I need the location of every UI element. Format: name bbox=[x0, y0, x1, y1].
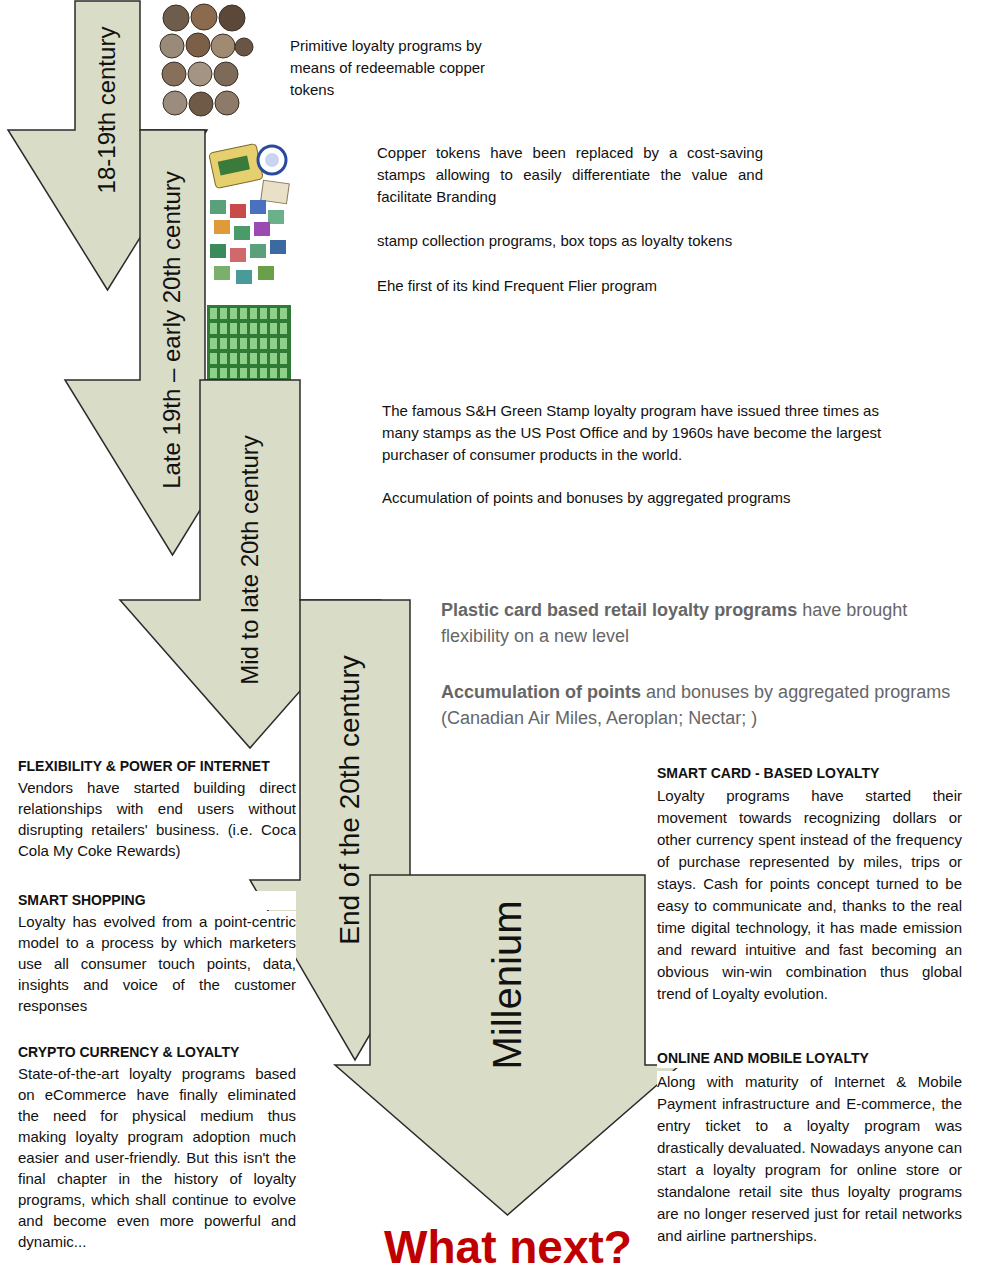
description-text-block: Accumulation of points and bonuses by ag… bbox=[441, 679, 971, 731]
section-body: Loyalty programs have started their move… bbox=[657, 787, 962, 1002]
copper-coins bbox=[160, 4, 253, 116]
description-text-block: Accumulation of points and bonuses by ag… bbox=[382, 487, 887, 509]
era-label: Millenium bbox=[485, 901, 529, 1070]
description-text-block: The famous S&H Green Stamp loyalty progr… bbox=[382, 400, 887, 466]
section-body: State-of-the-art loyalty programs based … bbox=[18, 1065, 296, 1250]
section-body-block: Loyalty has evolved from a point-centric… bbox=[18, 911, 296, 1016]
section-heading: SMART CARD - BASED LOYALTY bbox=[657, 765, 879, 781]
arrow-outline bbox=[335, 875, 680, 1215]
description-text: The famous S&H Green Stamp loyalty progr… bbox=[382, 402, 881, 463]
section-heading-block: ONLINE AND MOBILE LOYALTY bbox=[657, 1049, 962, 1068]
description-text: Primitive loyalty programs by means of r… bbox=[290, 37, 485, 98]
description-text: Accumulation of points and bonuses by ag… bbox=[382, 489, 791, 506]
section-heading: ONLINE AND MOBILE LOYALTY bbox=[657, 1050, 869, 1066]
section-body-block: Loyalty programs have started their move… bbox=[657, 785, 962, 1005]
timeline-arrow: Millenium bbox=[335, 875, 680, 1215]
closing-question-block: What next? bbox=[358, 1220, 658, 1274]
description-text: Ehe first of its kind Frequent Flier pro… bbox=[377, 277, 657, 294]
section-body: Vendors have started building direct rel… bbox=[18, 779, 296, 859]
section-heading-block: SMART SHOPPING bbox=[18, 891, 296, 910]
description-text: stamp collection programs, box tops as l… bbox=[377, 232, 732, 249]
section-body-block: Vendors have started building direct rel… bbox=[18, 777, 296, 861]
description-text-block: Plastic card based retail loyalty progra… bbox=[441, 597, 971, 649]
stamps-and-tokens bbox=[207, 143, 291, 381]
section-heading-block: SMART CARD - BASED LOYALTY bbox=[657, 764, 962, 783]
era-label: 18-19th century bbox=[94, 27, 120, 194]
section-body: Along with maturity of Internet & Mobile… bbox=[657, 1073, 962, 1244]
era-label: Late 19th – early 20th century bbox=[159, 171, 185, 489]
description-text-block: stamp collection programs, box tops as l… bbox=[377, 230, 763, 252]
section-body-block: State-of-the-art loyalty programs based … bbox=[18, 1063, 296, 1252]
section-heading-block: CRYPTO CURRENCY & LOYALTY bbox=[18, 1043, 296, 1062]
section-heading: CRYPTO CURRENCY & LOYALTY bbox=[18, 1044, 239, 1060]
section-body-block: Along with maturity of Internet & Mobile… bbox=[657, 1071, 962, 1247]
era-label: End of the 20th century bbox=[335, 655, 366, 945]
description-text-block: Primitive loyalty programs by means of r… bbox=[290, 35, 530, 101]
closing-question: What next? bbox=[384, 1221, 632, 1273]
description-text: Copper tokens have been replaced by a co… bbox=[377, 144, 763, 205]
era-label: Mid to late 20th century bbox=[237, 435, 263, 684]
description-text: Plastic card based retail loyalty progra… bbox=[441, 600, 797, 620]
section-heading: SMART SHOPPING bbox=[18, 892, 146, 908]
description-text-block: Ehe first of its kind Frequent Flier pro… bbox=[377, 275, 763, 297]
description-text-block: Copper tokens have been replaced by a co… bbox=[377, 142, 763, 208]
section-body: Loyalty has evolved from a point-centric… bbox=[18, 913, 296, 1014]
section-heading-block: FLEXIBILITY & POWER OF INTERNET bbox=[18, 757, 296, 776]
description-text: Accumulation of points bbox=[441, 682, 641, 702]
section-heading: FLEXIBILITY & POWER OF INTERNET bbox=[18, 758, 270, 774]
